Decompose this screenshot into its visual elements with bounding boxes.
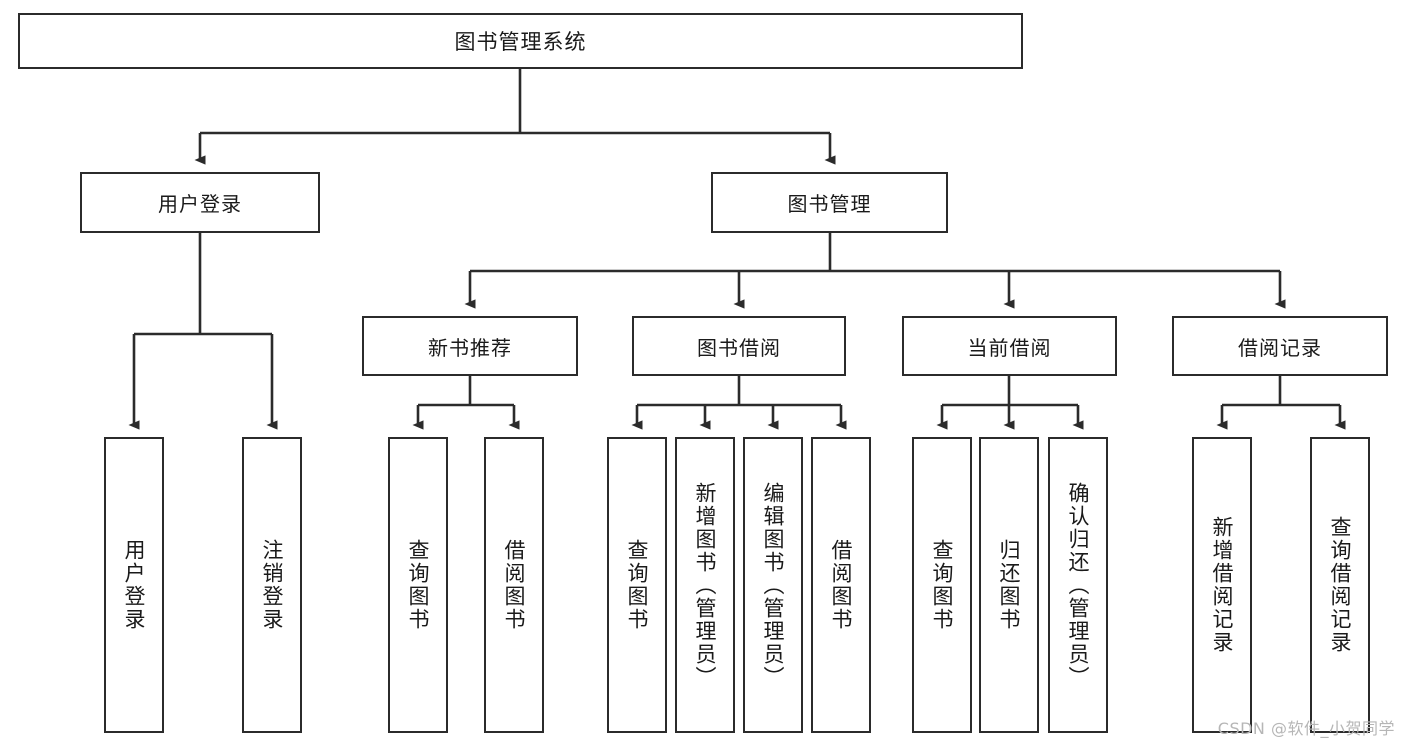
node-user-login-action[interactable]: 用户登录 <box>104 437 164 733</box>
node-add-borrow-record-label: 新增借阅记录 <box>1210 516 1235 654</box>
node-add-borrow-record[interactable]: 新增借阅记录 <box>1192 437 1252 733</box>
node-borrow-book-action-label: 借阅图书 <box>829 539 854 631</box>
watermark: CSDN @软件_小贺同学 <box>1217 719 1395 738</box>
node-edit-book-admin-label: 编辑图书（管理员） <box>761 481 786 689</box>
node-user-login-action-label: 用户登录 <box>122 539 147 631</box>
node-root-label: 图书管理系统 <box>454 30 587 54</box>
node-new-book-recommend-label: 新书推荐 <box>428 335 512 360</box>
node-book-borrow-label: 图书借阅 <box>697 335 781 360</box>
node-return-book-label: 归还图书 <box>997 539 1022 631</box>
node-user-login[interactable]: 用户登录 <box>80 172 320 233</box>
node-query-borrow-record[interactable]: 查询借阅记录 <box>1310 437 1370 733</box>
node-query-book-recommend-label: 查询图书 <box>406 539 431 631</box>
node-borrow-record-label: 借阅记录 <box>1238 335 1322 360</box>
node-current-borrow[interactable]: 当前借阅 <box>902 316 1117 376</box>
node-book-manage[interactable]: 图书管理 <box>711 172 948 233</box>
node-confirm-return-admin-label: 确认归还（管理员） <box>1066 481 1091 689</box>
node-borrow-record[interactable]: 借阅记录 <box>1172 316 1388 376</box>
node-user-login-label: 用户登录 <box>158 192 242 216</box>
node-borrow-book-recommend-label: 借阅图书 <box>502 539 527 631</box>
node-user-logout-action[interactable]: 注销登录 <box>242 437 302 733</box>
node-query-book-current[interactable]: 查询图书 <box>912 437 972 733</box>
node-query-book-recommend[interactable]: 查询图书 <box>388 437 448 733</box>
node-root[interactable]: 图书管理系统 <box>18 13 1023 69</box>
node-add-book-admin-label: 新增图书（管理员） <box>693 481 718 689</box>
node-user-logout-action-label: 注销登录 <box>260 539 285 631</box>
node-query-book-current-label: 查询图书 <box>930 539 955 631</box>
node-add-book-admin[interactable]: 新增图书（管理员） <box>675 437 735 733</box>
node-return-book[interactable]: 归还图书 <box>979 437 1039 733</box>
node-current-borrow-label: 当前借阅 <box>967 335 1052 360</box>
node-book-borrow[interactable]: 图书借阅 <box>632 316 846 376</box>
node-edit-book-admin[interactable]: 编辑图书（管理员） <box>743 437 803 733</box>
node-confirm-return-admin[interactable]: 确认归还（管理员） <box>1048 437 1108 733</box>
node-query-book-borrow[interactable]: 查询图书 <box>607 437 667 733</box>
node-new-book-recommend[interactable]: 新书推荐 <box>362 316 578 376</box>
node-query-borrow-record-label: 查询借阅记录 <box>1328 516 1353 654</box>
node-query-book-borrow-label: 查询图书 <box>625 539 650 631</box>
node-borrow-book-recommend[interactable]: 借阅图书 <box>484 437 544 733</box>
node-book-manage-label: 图书管理 <box>787 192 872 216</box>
node-borrow-book-action[interactable]: 借阅图书 <box>811 437 871 733</box>
